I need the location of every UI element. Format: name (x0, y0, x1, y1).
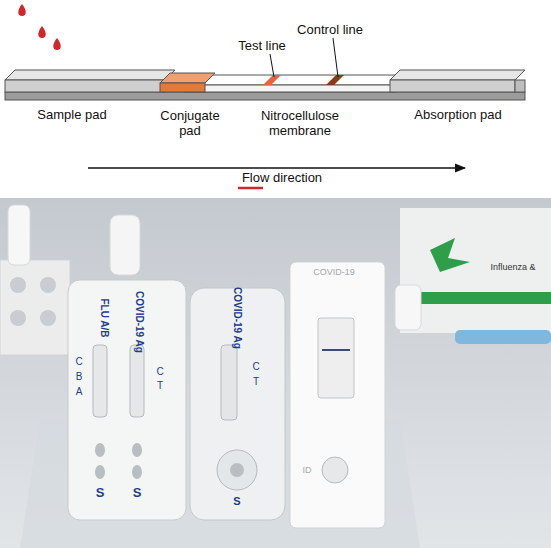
backing-card (5, 92, 525, 100)
control-band (322, 349, 350, 351)
absorption-pad-top (390, 70, 525, 80)
membrane-top (185, 75, 405, 85)
sample-well (95, 443, 105, 457)
part-label: Sample pad (37, 108, 106, 123)
result-window (93, 345, 107, 417)
well-recess (217, 450, 257, 490)
result-window (221, 345, 237, 420)
cassette (290, 262, 385, 528)
leader-line (333, 38, 338, 77)
absorption-pad (390, 80, 515, 92)
part-label: Absorption pad (414, 108, 501, 123)
test-line (263, 75, 281, 85)
axis-label: Flow direction (242, 171, 322, 186)
tube-rack (0, 260, 70, 355)
cassette (190, 288, 285, 520)
flow-arrow (88, 167, 465, 168)
conjugate-pad (160, 83, 205, 92)
sample-well (95, 465, 105, 479)
drop (18, 4, 26, 16)
cassette-text: ID (303, 465, 312, 475)
rack-hole (10, 310, 26, 326)
result-window (130, 345, 144, 417)
drop (53, 38, 61, 50)
sample-pad-top (5, 70, 175, 80)
rack-hole (10, 277, 26, 293)
box-text: Influenza & (490, 262, 535, 272)
well-marker: S (133, 486, 142, 501)
sample-pad (5, 80, 165, 92)
kit-box (400, 208, 551, 333)
cassette-text: COVID-19 (313, 267, 355, 277)
test-strip (5, 70, 525, 100)
tube (8, 205, 30, 265)
box-stripe (400, 292, 551, 304)
well-marker: S (96, 486, 105, 501)
line-marker: B (76, 371, 83, 383)
line-marker: A (76, 386, 83, 398)
well-marker: S (233, 495, 240, 508)
rack-hole (40, 310, 56, 326)
cassette-text: COVID-19 Ag (231, 287, 243, 349)
result-window (318, 318, 354, 398)
rack-hole (40, 277, 56, 293)
sample-well (230, 463, 244, 477)
cassette-text: FLU A/B (98, 298, 110, 337)
blood-drops (18, 4, 61, 50)
line-marker: T (157, 380, 163, 392)
box-logo (430, 238, 470, 272)
sample-well (322, 457, 348, 483)
line-marker: T (253, 376, 259, 388)
nitrocellulose-membrane (185, 85, 395, 92)
sample-well (132, 465, 142, 479)
control-line (326, 75, 344, 85)
photo-background (0, 198, 551, 548)
line-marker: C (75, 356, 82, 368)
swab-pack (455, 330, 551, 344)
part-label: Test line (238, 39, 286, 54)
leader-line (270, 54, 274, 77)
dropper-bottle (395, 285, 421, 330)
part-label: Nitrocellulose membrane (248, 109, 353, 139)
sample-well (132, 443, 142, 457)
photo (0, 198, 551, 548)
line-marker: C (156, 366, 163, 378)
drop (38, 26, 46, 38)
line-marker: C (252, 361, 259, 373)
dropper-bottle (110, 215, 140, 275)
conjugate-pad-top (160, 73, 215, 83)
part-label: Conjugate pad (150, 109, 230, 139)
cassette-text: COVID-19 Ag (133, 291, 145, 353)
part-label: Control line (297, 23, 363, 38)
absorption-pad-end (515, 80, 525, 92)
underline (238, 187, 263, 190)
cassette (68, 280, 186, 520)
